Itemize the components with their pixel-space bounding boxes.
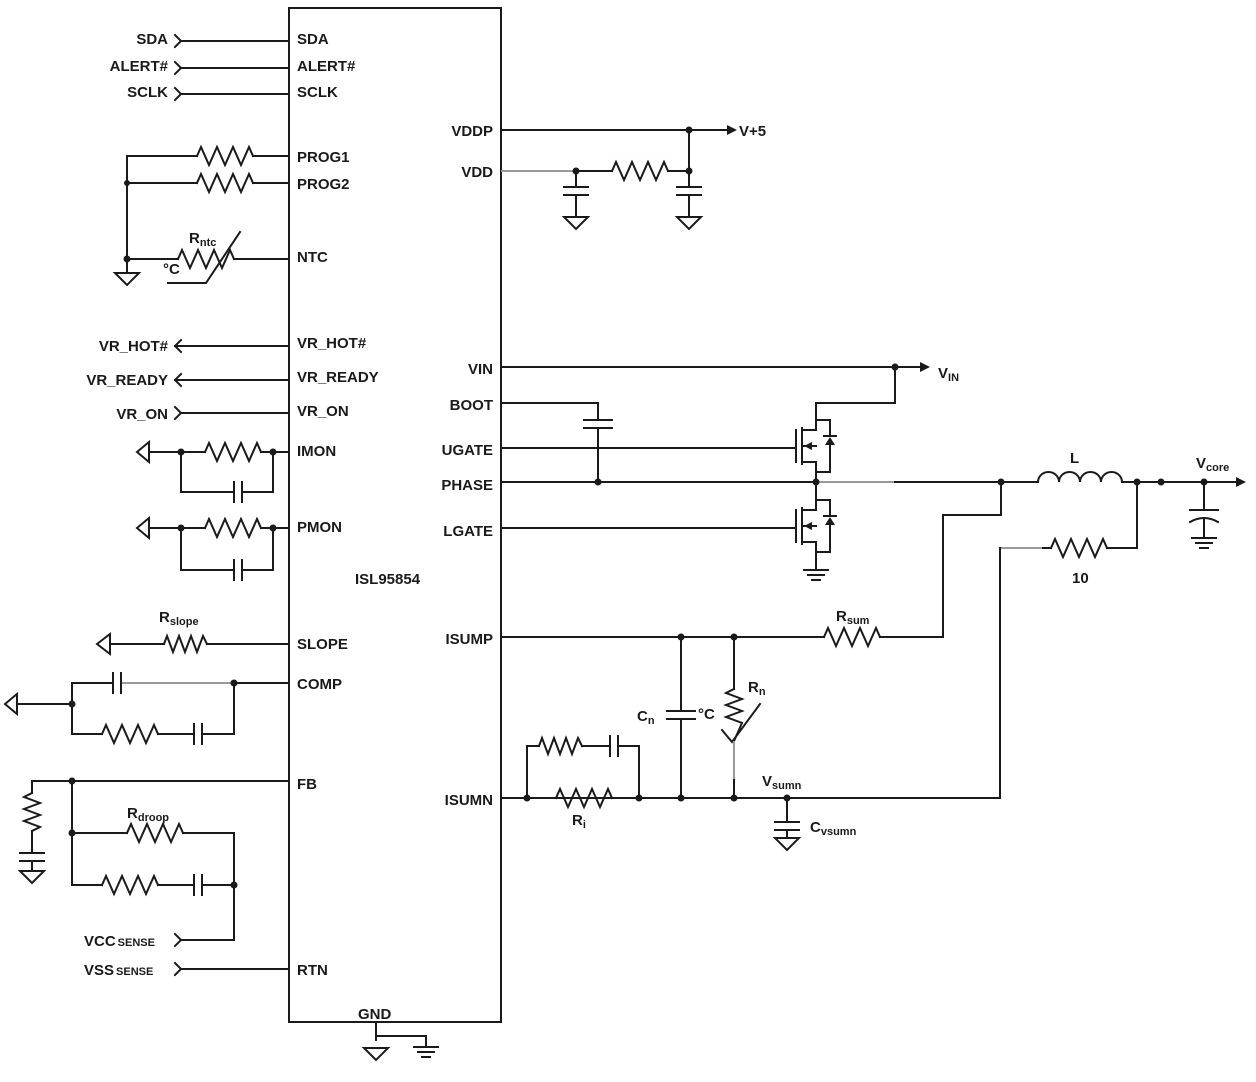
vddp-ground-icon <box>674 216 704 231</box>
comp-ground-icon <box>3 691 18 717</box>
slope-network: Rslope <box>95 609 290 657</box>
pin-pmon: PMON <box>297 519 342 536</box>
vdd-filter-resistor <box>610 159 670 183</box>
pin-rtn: RTN <box>297 962 328 979</box>
rn-thermistor <box>723 687 745 743</box>
rdroop-resistor <box>125 821 185 845</box>
pin-phase: PHASE <box>441 477 493 494</box>
signal-sclk-label: SCLK <box>127 84 168 101</box>
ntc-thermistor <box>176 247 236 271</box>
signal-sda-label: SDA <box>136 31 168 48</box>
pin-vddp: VDDP <box>451 123 493 140</box>
vin-arrow-icon <box>920 362 930 372</box>
prog-ntc-network: Rntc °C <box>112 144 290 287</box>
fb-shunt-resistor <box>21 791 43 833</box>
pin-prog2: PROG2 <box>297 176 350 193</box>
prog2-resistor <box>195 171 255 195</box>
vr-signals: VR_HOT# VR_READY VR_ON <box>86 338 290 423</box>
vcore-label: Vcore <box>1196 455 1229 474</box>
vsumn-label: Vsumn <box>762 773 802 792</box>
rsum-resistor <box>822 625 882 649</box>
rsum-label: Rsum <box>836 608 870 627</box>
r10-label: 10 <box>1072 570 1089 587</box>
ri-resistor <box>554 786 614 810</box>
pin-isumn: ISUMN <box>445 792 493 809</box>
pmon-resistor <box>203 516 263 540</box>
pin-vr-on: VR_ON <box>297 403 349 420</box>
pin-vr-hot: VR_HOT# <box>297 335 367 352</box>
inductor-label: L <box>1070 450 1079 467</box>
signal-vr-ready-label: VR_READY <box>86 372 168 389</box>
gnd-signal-ground-icon <box>361 1047 391 1062</box>
vcore-arrow-icon <box>1236 477 1246 487</box>
ri-label: Ri <box>572 812 586 831</box>
pin-isump: ISUMP <box>445 631 493 648</box>
pin-fb: FB <box>297 776 317 793</box>
vcc-sense-input-arrow <box>173 932 183 948</box>
imon-ground-icon <box>135 439 150 465</box>
pin-lgate: LGATE <box>443 523 493 540</box>
pin-comp: COMP <box>297 676 342 693</box>
signal-alert-label: ALERT# <box>110 58 169 75</box>
imon-network <box>135 439 290 503</box>
comp-resistor <box>100 722 160 746</box>
pin-imon: IMON <box>297 443 336 460</box>
pmon-network <box>135 515 290 581</box>
fb-ground-icon <box>17 870 47 885</box>
vdd-ground-icon <box>561 216 591 231</box>
ic-body <box>288 7 502 1023</box>
pin-sclk: SCLK <box>297 84 338 101</box>
vin-rail-label: VIN <box>938 365 959 384</box>
pin-sda: SDA <box>297 31 329 48</box>
pin-vin: VIN <box>468 361 493 378</box>
signal-vr-hot-label: VR_HOT# <box>99 338 169 355</box>
rslope-label: Rslope <box>159 609 199 628</box>
output-inductor <box>1036 471 1124 484</box>
slope-ground-icon <box>95 631 111 657</box>
pin-vdd: VDD <box>461 164 493 181</box>
signal-vr-on-label: VR_ON <box>116 406 168 423</box>
fb-series-resistor <box>100 873 160 897</box>
v5-arrow-icon <box>727 125 737 135</box>
ri-parallel-resistor <box>537 735 584 757</box>
pin-vr-ready: VR_READY <box>297 369 379 386</box>
high-side-body-diode-icon <box>825 437 835 445</box>
rn-degc-label: °C <box>698 706 715 723</box>
cvsumn-label: Cvsumn <box>810 819 857 838</box>
pin-alert: ALERT# <box>297 58 356 75</box>
rntc-label: Rntc <box>189 230 216 249</box>
pin-ntc: NTC <box>297 249 328 266</box>
pin-prog1: PROG1 <box>297 149 350 166</box>
rdroop-label: Rdroop <box>127 805 169 824</box>
cn-label: Cn <box>637 708 655 727</box>
v5-label: V+5 <box>739 123 766 140</box>
pin-gnd: GND <box>358 1006 392 1023</box>
ntc-degc-label: °C <box>163 261 180 278</box>
imon-resistor <box>203 440 263 464</box>
current-sense-network: Rsum Cn Rn °C Ri Vs <box>500 481 1002 852</box>
left-pin-labels: SDA ALERT# SCLK PROG1 PROG2 NTC VR_HOT# … <box>297 31 379 979</box>
right-pin-labels: VDDP VDD VIN BOOT UGATE PHASE LGATE ISUM… <box>441 123 493 809</box>
low-side-body-diode-icon <box>825 517 835 525</box>
pin-ugate: UGATE <box>442 442 493 459</box>
prog1-resistor <box>195 144 255 168</box>
pmon-ground-icon <box>135 515 150 541</box>
r10-resistor <box>1049 536 1109 560</box>
rslope-resistor <box>162 633 209 655</box>
ic-name: ISL95854 <box>355 571 421 588</box>
comp-network <box>3 672 290 746</box>
vdd-network: V+5 <box>500 123 766 231</box>
ntc-ground-icon <box>112 272 142 287</box>
cvsumn-ground-icon <box>772 837 802 852</box>
pin-boot: BOOT <box>450 397 493 414</box>
pin-slope: SLOPE <box>297 636 348 653</box>
gnd-network <box>361 1021 439 1062</box>
bus-inputs: SDA ALERT# SCLK <box>110 31 290 102</box>
rn-label: Rn <box>748 679 766 698</box>
power-stage: VIN <box>500 362 1246 799</box>
